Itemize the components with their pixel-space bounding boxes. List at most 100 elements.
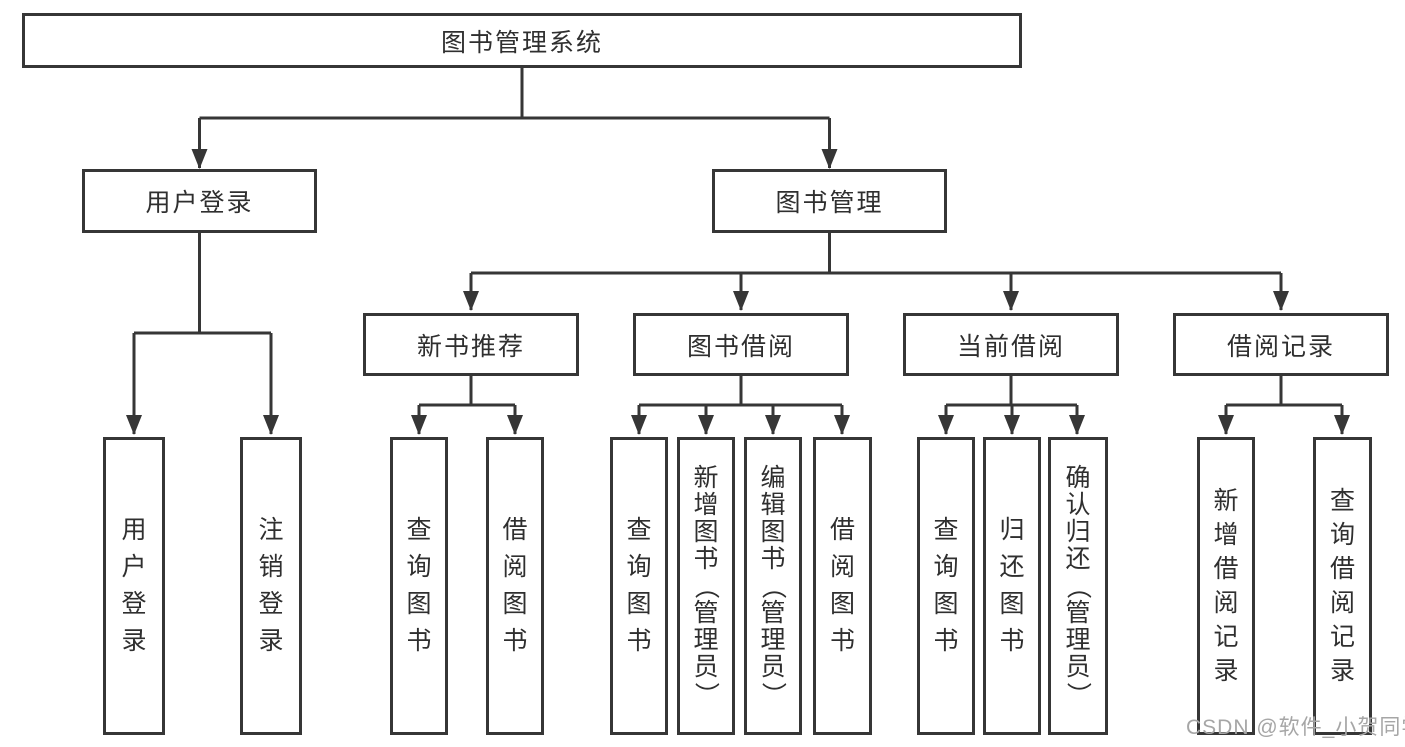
vertical-char: 借 — [829, 516, 855, 544]
vertical-char: 图 — [760, 517, 786, 546]
vertical-char: 书 — [626, 627, 652, 655]
vertical-char: 书 — [693, 544, 719, 573]
leaf-br-query-borrow-record: 查询借阅记录 — [1313, 437, 1372, 735]
vertical-char: ） — [1064, 681, 1093, 707]
vertical-char: 阅 — [829, 553, 855, 581]
vertical-char: 管 — [1065, 598, 1091, 627]
node-user-login: 用户登录 — [82, 169, 317, 233]
vertical-char: 查 — [933, 516, 959, 544]
connector-book-borrowing-children — [631, 376, 850, 435]
vertical-char: 询 — [933, 553, 959, 581]
vertical-char: 理 — [1065, 625, 1091, 654]
leaf-cb-confirm-return-admin: 确认归还（管理员） — [1048, 437, 1108, 735]
vertical-char: 归 — [1065, 517, 1091, 546]
vertical-char: 记 — [1213, 622, 1239, 651]
connector-new-book-rec-children — [411, 376, 523, 435]
vertical-char: 注 — [258, 516, 284, 544]
vertical-char: 图 — [502, 590, 528, 618]
vertical-char: 书 — [406, 627, 432, 655]
vertical-char: 书 — [502, 627, 528, 655]
vertical-char: 用 — [121, 516, 147, 544]
vertical-char: 辑 — [760, 490, 786, 519]
vertical-char: 员 — [1065, 652, 1091, 681]
watermark: CSDN @软件_小贺同学 — [1186, 716, 1405, 739]
leaf-cb-query-books: 查询图书 — [917, 437, 975, 735]
vertical-char: 书 — [999, 627, 1025, 655]
vertical-char: 查 — [1329, 486, 1355, 515]
vertical-char: 管 — [693, 598, 719, 627]
leaf-nbr-query-books: 查询图书 — [390, 437, 448, 735]
vertical-char: 登 — [121, 590, 147, 618]
leaf-bb-query-books: 查询图书 — [610, 437, 668, 735]
connector-root-to-level2 — [191, 68, 838, 169]
vertical-char: 录 — [1213, 656, 1239, 685]
vertical-char: 图 — [999, 590, 1025, 618]
vertical-char: 认 — [1065, 490, 1091, 519]
vertical-char: 员 — [760, 652, 786, 681]
vertical-char: 还 — [999, 553, 1025, 581]
vertical-char: 还 — [1065, 544, 1091, 573]
vertical-char: 询 — [1329, 520, 1355, 549]
vertical-char: ） — [759, 681, 788, 707]
vertical-char: （ — [1064, 573, 1093, 599]
vertical-char: 编 — [760, 463, 786, 492]
leaf-bb-add-books-admin: 新增图书（管理员） — [677, 437, 735, 735]
connector-book-mgmt-to-level3 — [463, 233, 1289, 311]
vertical-char: 记 — [1329, 622, 1355, 651]
leaf-cb-return-books: 归还图书 — [983, 437, 1041, 735]
node-book-borrowing: 图书借阅 — [633, 313, 849, 376]
vertical-char: （ — [692, 573, 721, 599]
vertical-char: 询 — [406, 553, 432, 581]
vertical-char: 理 — [693, 625, 719, 654]
leaf-bb-borrow-books: 借阅图书 — [813, 437, 872, 735]
vertical-char: 管 — [760, 598, 786, 627]
vertical-char: 新 — [1213, 486, 1239, 515]
node-book-management: 图书管理 — [712, 169, 947, 233]
vertical-char: 图 — [626, 590, 652, 618]
vertical-char: 新 — [693, 463, 719, 492]
vertical-char: 阅 — [502, 553, 528, 581]
vertical-char: 销 — [258, 553, 284, 581]
vertical-char: 理 — [760, 625, 786, 654]
vertical-char: 借 — [502, 516, 528, 544]
vertical-char: 查 — [626, 516, 652, 544]
vertical-char: 书 — [933, 627, 959, 655]
vertical-char: 员 — [693, 652, 719, 681]
connector-current-borrowing-children — [938, 376, 1085, 435]
vertical-char: 图 — [933, 590, 959, 618]
node-library-management-system: 图书管理系统 — [22, 13, 1022, 68]
vertical-char: 书 — [760, 544, 786, 573]
vertical-char: 图 — [829, 590, 855, 618]
vertical-char: 登 — [258, 590, 284, 618]
vertical-char: 阅 — [1213, 588, 1239, 617]
leaf-user-login: 用户登录 — [103, 437, 165, 735]
vertical-char: 录 — [1329, 656, 1355, 685]
vertical-char: 书 — [829, 627, 855, 655]
vertical-char: ） — [692, 681, 721, 707]
node-new-book-recommendation: 新书推荐 — [363, 313, 579, 376]
leaf-nbr-borrow-books: 借阅图书 — [486, 437, 544, 735]
node-borrowing-records: 借阅记录 — [1173, 313, 1389, 376]
vertical-char: 录 — [258, 627, 284, 655]
vertical-char: 增 — [693, 490, 719, 519]
vertical-char: 查 — [406, 516, 432, 544]
node-current-borrowing: 当前借阅 — [903, 313, 1119, 376]
vertical-char: 阅 — [1329, 588, 1355, 617]
connector-borrowing-records-children — [1218, 376, 1350, 435]
vertical-char: （ — [759, 573, 788, 599]
vertical-char: 借 — [1213, 554, 1239, 583]
vertical-char: 增 — [1213, 520, 1239, 549]
leaf-logout: 注销登录 — [240, 437, 302, 735]
vertical-char: 归 — [999, 516, 1025, 544]
vertical-char: 户 — [121, 553, 147, 581]
leaf-bb-edit-books-admin: 编辑图书（管理员） — [744, 437, 802, 735]
vertical-char: 录 — [121, 627, 147, 655]
vertical-char: 询 — [626, 553, 652, 581]
leaf-br-add-borrow-record: 新增借阅记录 — [1197, 437, 1255, 735]
vertical-char: 图 — [406, 590, 432, 618]
vertical-char: 确 — [1065, 463, 1091, 492]
connector-user-login-children — [126, 233, 279, 435]
vertical-char: 借 — [1329, 554, 1355, 583]
